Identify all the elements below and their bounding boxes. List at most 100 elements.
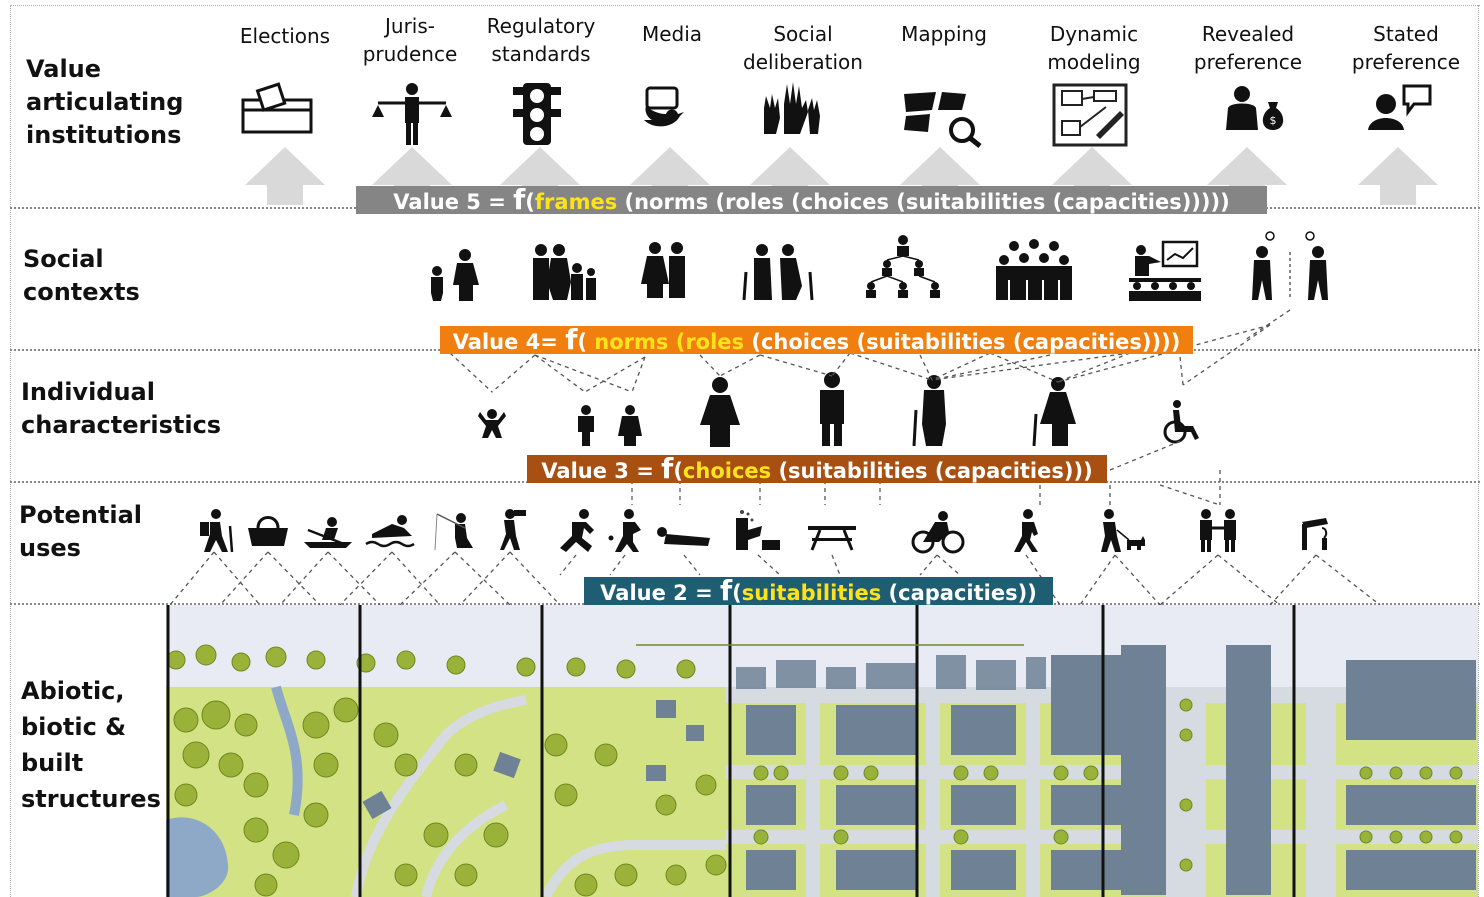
links-social-individual [449,309,1291,393]
value4-highlight: norms (roles [594,330,745,354]
row-label-potential-uses: Potential uses [19,501,143,562]
rowing-icon [304,517,352,548]
dancing-icon [608,509,641,552]
person-speech-bubble-icon [1368,84,1432,130]
twitter-bird-icon [644,86,684,127]
svg-text:$: $ [1270,114,1277,127]
institution-label: Dynamic modeling [1047,22,1141,74]
institution-label: Regulatory standards [486,14,596,66]
row-label-structures: Abiotic, biotic & built structures [21,677,161,813]
birdwatching-icon [500,509,526,550]
value5-prefix: Value 5 = [393,190,514,214]
walking-icon [1014,509,1038,552]
value5-f: f [513,183,526,216]
gardening-icon [736,510,780,550]
up-arrow [750,147,830,205]
institution-label: Elections [239,24,331,48]
value2-prefix: Value 2 = [600,581,720,605]
value4-rest: (choices (suitabilities (capacities)))) [744,330,1181,354]
frame-right [1478,5,1479,897]
value4-banner: Value 4= f( norms (roles (choices (suita… [440,326,1193,354]
elderly-woman-icon [1032,377,1076,447]
links-individual-uses [631,439,1221,506]
dog-walking-icon [1101,509,1145,552]
value4-prefix: Value 4= [452,330,566,354]
elderly-man-icon [912,375,946,447]
fishing-icon [434,513,473,551]
value3-open: ( [673,459,683,483]
up-arrow [245,147,325,205]
picnic-basket-icon [248,516,288,546]
elderly-couple-icon [742,244,814,301]
buildings [362,645,1476,895]
value2-open: ( [732,581,742,605]
institution-label: Revealed preference [1193,22,1303,74]
trees [166,644,1463,897]
value2-highlight: suitabilities [741,581,882,605]
footpaths [351,695,726,897]
person-money-bag-icon: $ [1226,86,1284,130]
crowd-icon [996,239,1072,300]
value5-open: ( [525,190,535,214]
modeling-screen-icon [1052,83,1128,147]
value3-banner: Value 3 = f(choices (suitabilities (capa… [527,455,1107,483]
conflict-icon [1252,231,1328,300]
row-label-institutions: Value articulating institutions [26,55,184,149]
value5-highlight: frames [534,190,618,214]
institution-label: Media [641,22,703,46]
socializing-icon [1200,509,1236,552]
value3-prefix: Value 3 = [541,459,662,483]
raised-hands-icon [764,82,820,134]
cycling-icon [911,511,965,554]
row-label-social-contexts: Social contexts [23,245,140,306]
children-icon [578,405,642,446]
up-arrow [900,147,980,205]
lake [166,817,229,897]
skyline [736,655,1046,690]
ballot-box-icon [241,82,313,134]
transect-dividers [166,605,1296,897]
running-icon [560,509,594,552]
up-arrow [1052,147,1132,205]
hierarchy-icon [866,235,940,298]
up-arrow [1207,147,1287,205]
landscape-illustration [166,605,1478,897]
value4-open: ( [577,330,595,354]
woman-icon [700,377,740,447]
institution-label: Juris- prudence [362,14,458,66]
picnic-table-icon [808,526,856,551]
couple-icon [641,242,685,298]
up-arrow [500,147,580,205]
value4-f: f [565,323,578,356]
institution-label: Social deliberation [743,22,863,74]
row-label-individual: Individual characteristics [21,378,222,439]
wheelchair-icon [1163,400,1199,444]
value5-banner: Value 5 = f(frames (norms (roles (choice… [356,186,1267,214]
value5-rest: (norms (roles (choices (suitabilities (c… [617,190,1230,214]
value2-banner: Value 2 = f(suitabilities (capacities)) [584,577,1053,605]
links-uses-landscape [169,551,1381,606]
hiker-icon [200,509,234,553]
up-arrows [245,147,1438,205]
toddler-icon [478,409,506,438]
institution-label: Stated preference [1351,22,1461,74]
value2-rest: (capacities)) [881,581,1037,605]
man-icon [820,372,844,446]
up-arrow [1358,147,1438,205]
family-icon [533,244,596,300]
frame-top [10,5,1480,6]
institution-label: Mapping [901,22,987,46]
value3-f: f [661,452,674,485]
map-magnifier-icon [904,92,982,148]
swimming-icon [365,515,415,548]
sunbathing-icon [657,527,710,546]
value3-highlight: choices [682,459,772,483]
frame-left [10,5,11,897]
value3-rest: (suitabilities (capacities))) [771,459,1093,483]
stream [271,685,303,816]
up-arrow [630,147,710,205]
traffic-light-icon [513,83,561,145]
parent-child-icon [431,249,479,301]
water-fountain-icon [1302,518,1328,550]
